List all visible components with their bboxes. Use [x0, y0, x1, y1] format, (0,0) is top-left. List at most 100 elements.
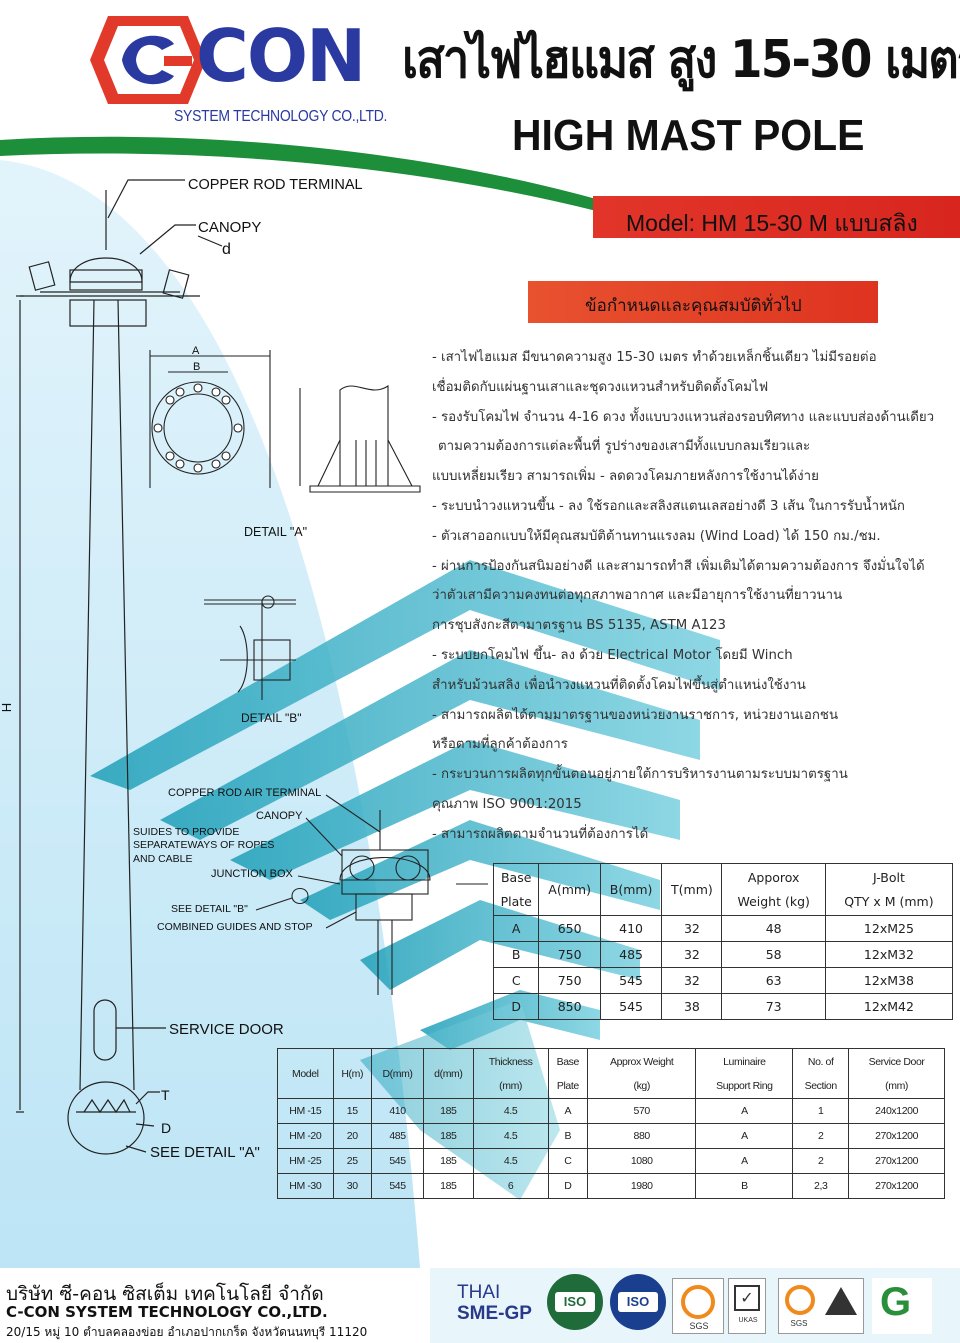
spec-line: - กระบวนการผลิตทุกขั้นตอนอยู่ภายใต้การบร…: [432, 767, 848, 783]
spec-line: - ระบบนำวงแหวนขึ้น - ลง ใช้รอกและสลิงสแต…: [432, 498, 905, 514]
model-banner: [593, 196, 960, 238]
model-label: Model: HM 15-30 M แบบสลิง: [626, 210, 918, 236]
spec-line: คุณภาพ ISO 9001:2015: [432, 796, 582, 812]
header-thickness: Thickness(mm): [472, 1048, 549, 1099]
green-industry-text: G: [880, 1280, 912, 1324]
label-detail-b: DETAIL "B": [241, 711, 302, 725]
spec-line: หรือตามที่ลูกค้าต้องการ: [432, 737, 568, 753]
label-canopy: CANOPY: [198, 219, 262, 236]
cell: B: [492, 941, 540, 968]
specs-list: - เสาไฟไฮแมส มีขนาดความสูง 15-30 เมตร ทำ…: [432, 343, 960, 850]
table-header-row: Model H(m) D(mm) d(mm) Thickness(mm) Bas…: [277, 1048, 945, 1099]
cell: A: [695, 1123, 794, 1149]
label-copper-rod-terminal: COPPER ROD TERMINAL: [188, 177, 363, 193]
cell: 2: [792, 1123, 850, 1149]
cell: 30: [332, 1173, 372, 1199]
specs-banner: [528, 281, 878, 323]
sme-text-1: THAI: [457, 1282, 501, 1303]
sgs-ukas-badge-icon: SGS: [778, 1278, 864, 1334]
ukas-badge-icon: ✓ UKAS: [728, 1278, 766, 1334]
sgs-badge-icon: SGS: [672, 1278, 724, 1334]
cell: C: [547, 1148, 588, 1174]
cell: 12xM32: [824, 941, 954, 968]
spec-line: เชื่อมติดกับแผ่นฐานเสาและชุดวงแหวนสำหรับ…: [432, 379, 769, 395]
cell: C: [492, 967, 540, 994]
cell: 2,3: [792, 1173, 850, 1199]
cell: 240x1200: [848, 1098, 945, 1124]
cell: 32: [661, 915, 723, 942]
cell: 4.5: [472, 1123, 549, 1149]
label-guides-1: SUIDES TO PROVIDE: [133, 826, 240, 838]
label-combined-guides: COMBINED GUIDES AND STOP: [157, 921, 313, 933]
spec-line: - รองรับโคมไฟ จำนวน 4-16 ดวง ทั้งแบบวงแห…: [432, 409, 935, 425]
cell: 32: [661, 941, 723, 968]
cell: 63: [721, 967, 826, 994]
header-t-mm: T(mm): [661, 863, 723, 916]
spec-line: ตามความต้องการแต่ละพื้นที่ รูปร่างของเสา…: [438, 439, 811, 455]
cell: 25: [332, 1148, 372, 1174]
label-junction-box: JUNCTION BOX: [211, 868, 293, 880]
label-h: H: [0, 702, 15, 713]
cell: 15: [332, 1098, 372, 1124]
cell: 12xM42: [824, 993, 954, 1020]
cell: HM -30: [277, 1173, 334, 1199]
cell: 38: [661, 993, 723, 1020]
company-name-english: C-CON SYSTEM TECHNOLOGY CO.,LTD.: [6, 1303, 328, 1321]
label-canopy-2: CANOPY: [256, 810, 303, 822]
label-detail-a: DETAIL "A": [244, 525, 308, 539]
header-d-small-mm: d(mm): [423, 1048, 474, 1099]
cell: 185: [423, 1098, 474, 1124]
cell: 4.5: [472, 1098, 549, 1124]
company-address: 20/15 หมู่ 10 ตำบลคลองข่อย อำเภอปากเกร็ด…: [6, 1325, 368, 1339]
top-assembly-drawing: [255, 794, 488, 995]
label-a: A: [192, 345, 200, 357]
cell: 58: [721, 941, 826, 968]
ukas-badge-text: UKAS: [738, 1317, 758, 1324]
cell: 650: [538, 915, 601, 942]
cell: 73: [721, 993, 826, 1020]
label-d-big: D: [161, 1120, 172, 1136]
label-see-detail-b: SEE DETAIL "B": [171, 903, 248, 915]
cell: 270x1200: [848, 1148, 945, 1174]
page-title-english: HIGH MAST POLE: [512, 111, 865, 160]
cell: 12xM25: [824, 915, 954, 942]
detail-b-drawings: [204, 595, 296, 700]
logo-c-icon: [90, 16, 206, 104]
spec-line: - เสาไฟไฮแมส มีขนาดความสูง 15-30 เมตร ทำ…: [432, 350, 877, 365]
label-service-door: SERVICE DOOR: [169, 1021, 284, 1038]
spec-line: ว่าตัวเสามีความคงทนต่อทุกสภาพอากาศ และมี…: [432, 588, 843, 604]
header-b-mm: B(mm): [599, 863, 663, 916]
cell: 20: [332, 1123, 372, 1149]
cell: 570: [586, 1098, 697, 1124]
cell: HM -20: [277, 1123, 334, 1149]
cell: 850: [538, 993, 601, 1020]
cell: 545: [599, 967, 663, 994]
spec-line: - สามารถผลิตได้ตามมาตรฐานของหน่วยงานราชก…: [432, 707, 839, 723]
spec-line: แบบเหลี่ยมเรียว สามารถเพิ่ม - ลดดวงโคมภา…: [432, 469, 819, 485]
cell: HM -25: [277, 1148, 334, 1174]
cell: 4.5: [472, 1148, 549, 1174]
spec-line: - ผ่านการป้องกันสนิมอย่างดี และสามารถทำส…: [432, 558, 925, 574]
cell: 750: [538, 967, 601, 994]
cell: 545: [370, 1148, 425, 1174]
cell: 410: [599, 915, 663, 942]
iso-badge-text: ISO: [618, 1292, 658, 1312]
cell: 1: [792, 1098, 850, 1124]
cell: 32: [661, 967, 723, 994]
spec-line: - ระบบยกโคมไฟ ขึ้น- ลง ด้วย Electrical M…: [432, 647, 793, 663]
label-d-small: d: [222, 241, 231, 258]
green-industry-badge-icon: G: [872, 1278, 932, 1334]
cell: 185: [423, 1123, 474, 1149]
